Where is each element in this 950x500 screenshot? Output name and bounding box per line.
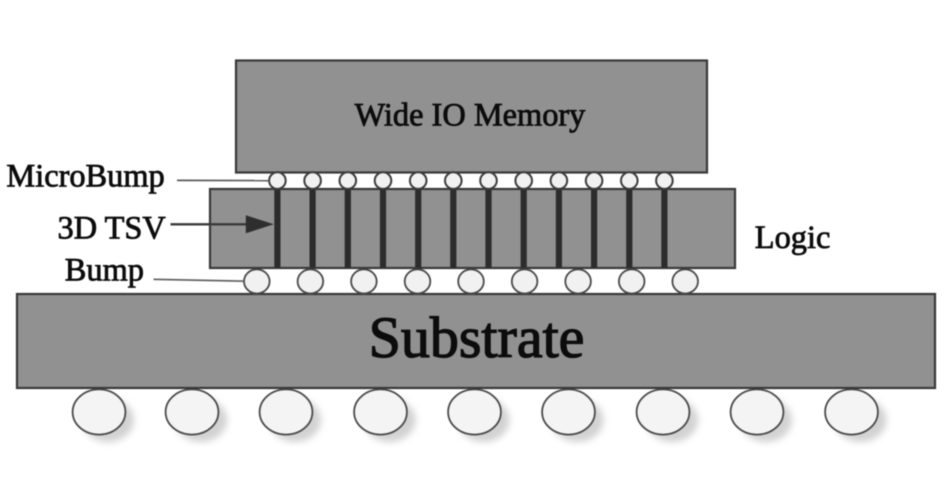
svg-text:Logic: Logic bbox=[755, 220, 831, 256]
svg-text:Substrate: Substrate bbox=[369, 305, 585, 370]
svg-text:MicroBump: MicroBump bbox=[6, 159, 164, 195]
svg-text:Wide IO Memory: Wide IO Memory bbox=[355, 97, 587, 133]
svg-text:3D TSV: 3D TSV bbox=[58, 211, 167, 247]
svg-text:Bump: Bump bbox=[65, 252, 144, 288]
